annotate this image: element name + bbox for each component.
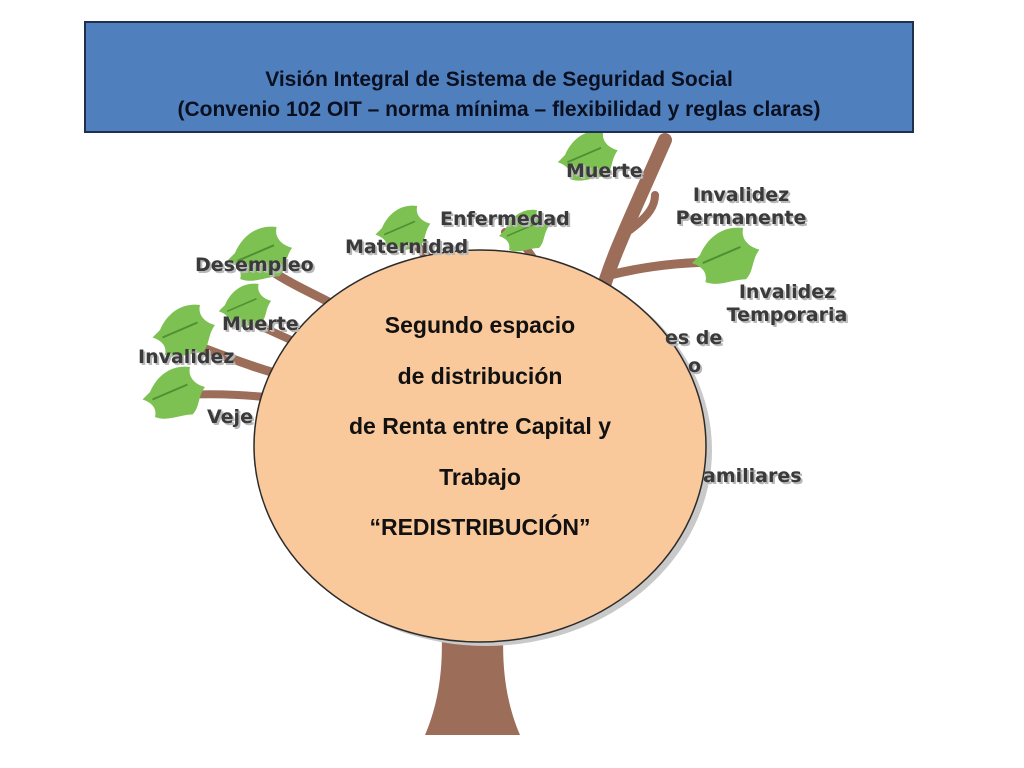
label-desempleo: Desempleo bbox=[195, 254, 314, 276]
label-maternidad: Maternidad bbox=[345, 236, 469, 258]
label-invalidez-permanente-line2: Permanente bbox=[675, 207, 807, 229]
label-invalidez-temporaria-line1: Invalidez bbox=[738, 281, 836, 303]
circle-line-2: de distribución bbox=[397, 362, 563, 389]
label-invalidez-permanente: Invalidez Permanente bbox=[666, 184, 816, 230]
label-invalidez-temporaria-line2: Temporaria bbox=[726, 304, 848, 326]
label-vejez-partial: Veje bbox=[207, 406, 253, 428]
circle-line-5: “REDISTRIBUCIÓN” bbox=[369, 514, 591, 540]
label-invalidez-left: Invalidez bbox=[138, 346, 235, 368]
label-enfermedad: Enfermedad bbox=[440, 208, 570, 230]
label-partial-right-2: o bbox=[688, 355, 702, 377]
title-line-2: (Convenio 102 OIT – norma mínima – flexi… bbox=[177, 98, 821, 121]
title-background bbox=[85, 22, 913, 132]
label-invalidez-permanente-line1: Invalidez bbox=[692, 184, 790, 206]
title-box: Visión Integral de Sistema de Seguridad … bbox=[84, 21, 914, 133]
label-familiares-partial: amiliares bbox=[703, 465, 802, 487]
label-invalidez-temporaria: Invalidez Temporaria bbox=[712, 281, 862, 327]
redistribution-circle bbox=[253, 249, 707, 643]
title-line-1: Visión Integral de Sistema de Seguridad … bbox=[265, 68, 733, 91]
circle-line-3: de Renta entre Capital y bbox=[348, 413, 612, 439]
circle-line-1: Segundo espacio bbox=[384, 312, 576, 338]
label-partial-right-1: es de bbox=[665, 327, 723, 349]
label-muerte-left: Muerte bbox=[222, 313, 299, 335]
circle-text: Segundo espacio de distribución de Renta… bbox=[260, 300, 700, 553]
circle-line-4: Trabajo bbox=[439, 463, 521, 490]
label-muerte-top: Muerte bbox=[566, 160, 643, 182]
